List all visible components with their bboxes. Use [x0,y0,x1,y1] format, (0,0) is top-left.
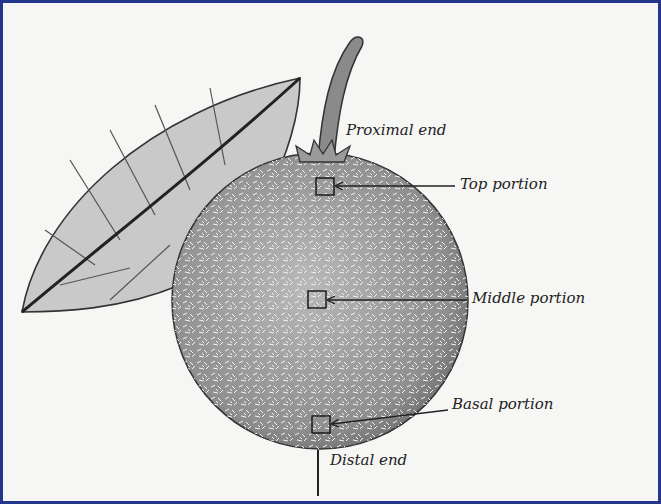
portion-label: Basal portion [452,396,554,413]
portion-label: Middle portion [472,290,585,307]
portion-label: Top portion [460,176,548,193]
end-label: Proximal end [346,122,446,139]
end-label: Distal end [330,452,407,469]
